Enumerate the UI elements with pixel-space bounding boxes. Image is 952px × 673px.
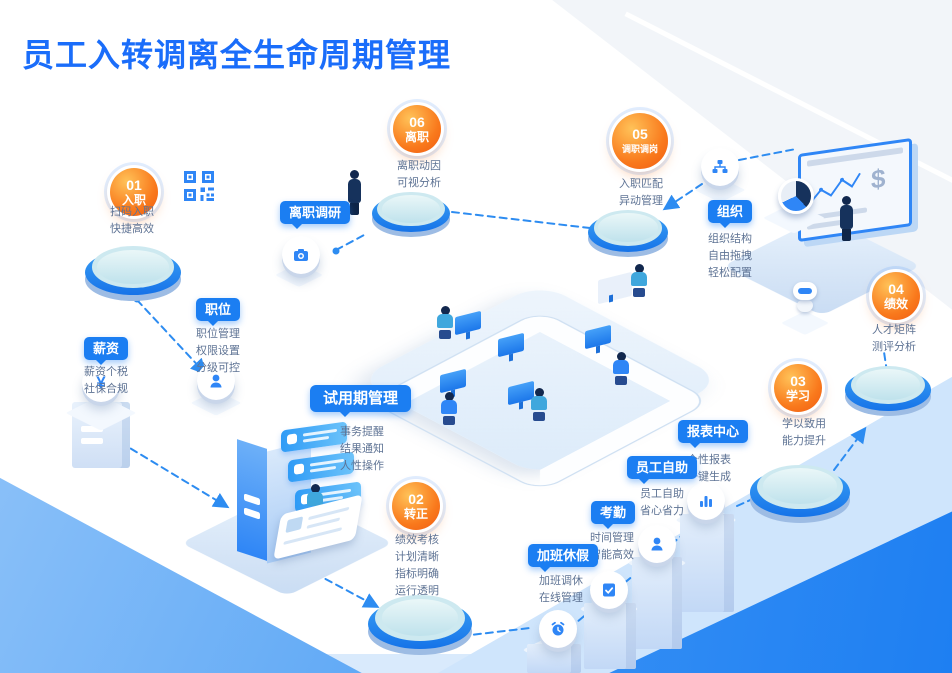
module-caption-probation: 事务提醒结果通知人性操作 [340,426,384,472]
module-tag-org: 组织 [708,200,753,228]
module-tag-probation: 试用期管理 [310,385,412,417]
module-caption-overtime: 加班调休在线管理 [539,575,583,604]
platform-disc [368,591,472,655]
stage-badge-05: 05 调职调岗 [612,113,668,169]
platform-disc [750,461,850,523]
alarm-clock-icon [539,610,577,648]
standing-person-figure [346,170,362,215]
qr-code-icon [184,171,214,201]
module-caption-org: 组织结构自由拖拽轻松配置 [708,233,752,279]
person-figure [630,264,648,297]
robot-body [797,300,813,312]
dollar-icon: $ [871,162,886,195]
pillar [527,644,581,673]
module-tag-salary: 薪资 [84,337,129,365]
stage-caption-03: 学以致用能力提升 [782,418,826,447]
platform-disc [845,363,931,416]
person-figure [530,388,548,421]
check-document-icon [590,571,628,609]
module-caption-position: 职位管理权限设置分级可控 [196,328,240,374]
page-title: 员工入转调离全生命周期管理 [22,37,452,73]
stage-caption-05: 入职匹配异动管理 [619,178,663,207]
module-tag-position: 职位 [196,298,241,326]
pie-chart-icon [778,178,814,214]
stage-badge-06: 06 离职 [393,105,441,153]
yen-icon: ¥ [82,364,120,402]
module-caption-attendance: 时间管理智能高效 [590,532,634,561]
stage-caption-02: 绩效考核计划清晰 指标明确运行透明 [395,534,439,597]
camera-icon [282,236,320,274]
module-caption-selfserve: 员工自助省心省力 [640,488,684,517]
person-figure [306,484,324,506]
stage-badge-02: 02 转正 [392,482,440,530]
module-caption-report: 个性报表一键生成 [687,454,731,483]
module-tag-overtime: 加班休假 [528,544,599,572]
stage-badge-01: 01 入职 [110,168,158,216]
stage-badge-03: 03 学习 [774,364,822,412]
platform-disc [372,189,450,237]
module-tag-attendance: 考勤 [591,501,636,529]
stage-caption-06: 离职动因可视分析 [397,160,441,189]
pillar [680,514,734,612]
building-left-face [237,439,267,561]
module-caption-salary: 薪资个税社保合规 [84,366,128,395]
stage-caption-04: 人才矩阵测评分析 [872,324,916,353]
person-figure [440,392,458,425]
stage-caption-01: 扫码入职快捷高效 [110,206,154,235]
module-tag-report: 报表中心 [678,420,749,448]
bar-chart-icon [687,482,725,520]
module-tag-survey: 离职调研 [280,201,351,229]
robot-icon [793,282,817,300]
presentation-screen: $ [798,137,912,243]
person-figure [612,352,630,385]
platform-disc [588,207,668,257]
pillar [584,603,636,669]
module-tag-selfserve: 员工自助 [627,456,698,484]
person-figure [436,306,454,339]
presenter-figure [838,196,854,241]
org-chart-icon [701,148,739,186]
platform-disc [85,243,181,301]
person-icon [638,525,676,563]
stage-badge-04: 04 绩效 [872,272,920,320]
pillar [632,557,682,649]
line-chart-icon [809,172,861,204]
